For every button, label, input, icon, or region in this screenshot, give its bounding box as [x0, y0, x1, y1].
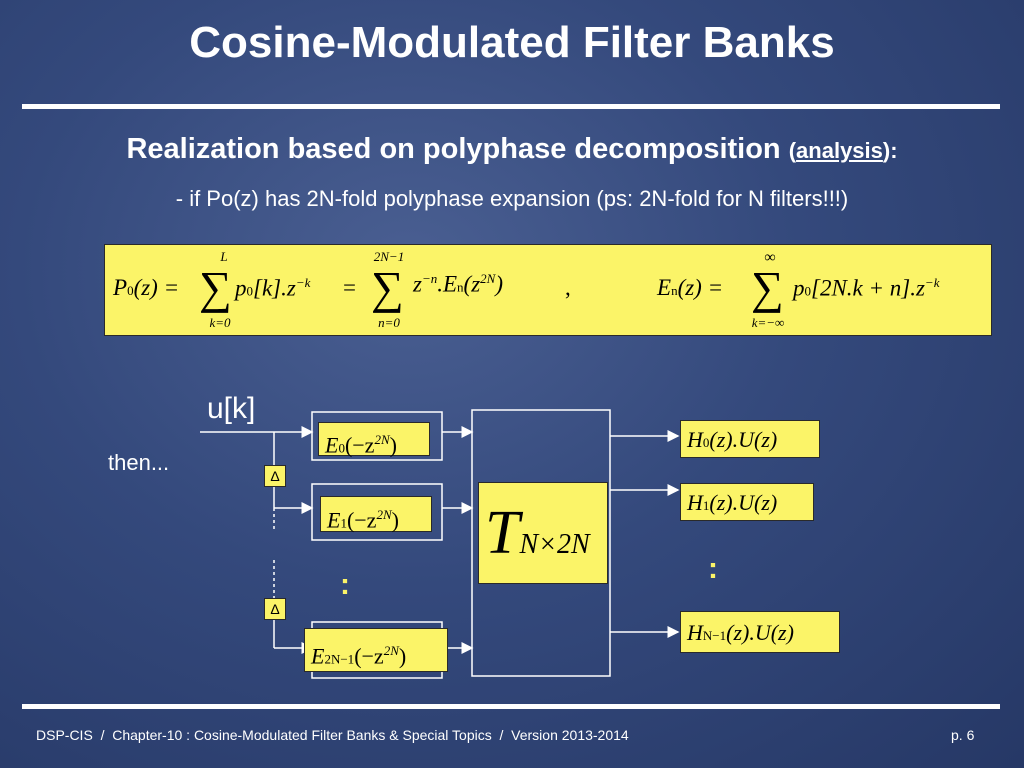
equation-box: P0(z) = L ∑ k=0 p0[k].z−k = 2N−1 ∑ n=0 z… — [104, 244, 992, 336]
section-heading-main: Realization based on polyphase decomposi… — [126, 133, 781, 165]
section-heading-paren-open: ( — [788, 138, 797, 163]
sum3-upper: ∞ — [764, 249, 776, 266]
footer-text: DSP-CIS / Chapter-10 : Cosine-Modulated … — [36, 727, 629, 743]
equation-lhs: P0(z) = — [113, 275, 180, 300]
then-label: then... — [108, 450, 170, 475]
filter-outline-0 — [311, 411, 443, 461]
bullet-text: - if Po(z) has 2N-fold polyphase expansi… — [175, 186, 849, 211]
page-number: p. 6 — [951, 727, 975, 743]
filter-E2N-1: E2N−1(−z2N) — [304, 628, 448, 672]
section-heading-paren-close: ): — [882, 138, 898, 163]
transform-outline — [471, 409, 611, 677]
sum3-lower: k=−∞ — [751, 315, 785, 330]
sum1-upper: L — [220, 249, 228, 264]
footer-divider — [22, 704, 1000, 709]
equation-comma: , — [565, 275, 571, 300]
delay-box-1: Δ — [264, 465, 286, 487]
section-heading: Realization based on polyphase decomposi… — [0, 133, 1024, 166]
input-label: u[k] — [207, 392, 256, 425]
title-divider — [22, 104, 1000, 109]
sum1-term: p0[k].z−k — [235, 275, 311, 301]
analysis-link[interactable]: analysis — [796, 138, 883, 163]
sum3-sigma: ∑ — [751, 262, 784, 313]
output-H0: H0(z).U(z) — [680, 420, 820, 458]
filter-outline-1 — [311, 483, 443, 541]
delay-box-2: Δ — [264, 598, 286, 620]
sum2-sigma: ∑ — [371, 262, 404, 313]
sum1-lower: k=0 — [209, 315, 231, 330]
sum2-term: z−n.En(z2N) — [413, 271, 504, 297]
equals-sign: = — [343, 275, 356, 300]
output-H1: H1(z).U(z) — [680, 483, 814, 521]
sum2-upper: 2N−1 — [373, 249, 405, 264]
sum1-sigma: ∑ — [199, 262, 232, 313]
filter-E0: E0(−z2N) — [318, 422, 430, 457]
outputs-vdots: : — [708, 552, 718, 585]
rhs-lhs: En(z) = — [657, 275, 724, 300]
filters-vdots: : — [340, 568, 350, 601]
slide-title: Cosine-Modulated Filter Banks — [189, 18, 835, 67]
sum2-lower: n=0 — [378, 315, 400, 330]
sum3-term: p0[2N.k + n].z−k — [793, 275, 940, 301]
output-HN-1: HN−1(z).U(z) — [680, 611, 840, 653]
transform-matrix-box: TN×2N — [478, 482, 608, 584]
filter-E1: E1(−z2N) — [320, 496, 432, 532]
